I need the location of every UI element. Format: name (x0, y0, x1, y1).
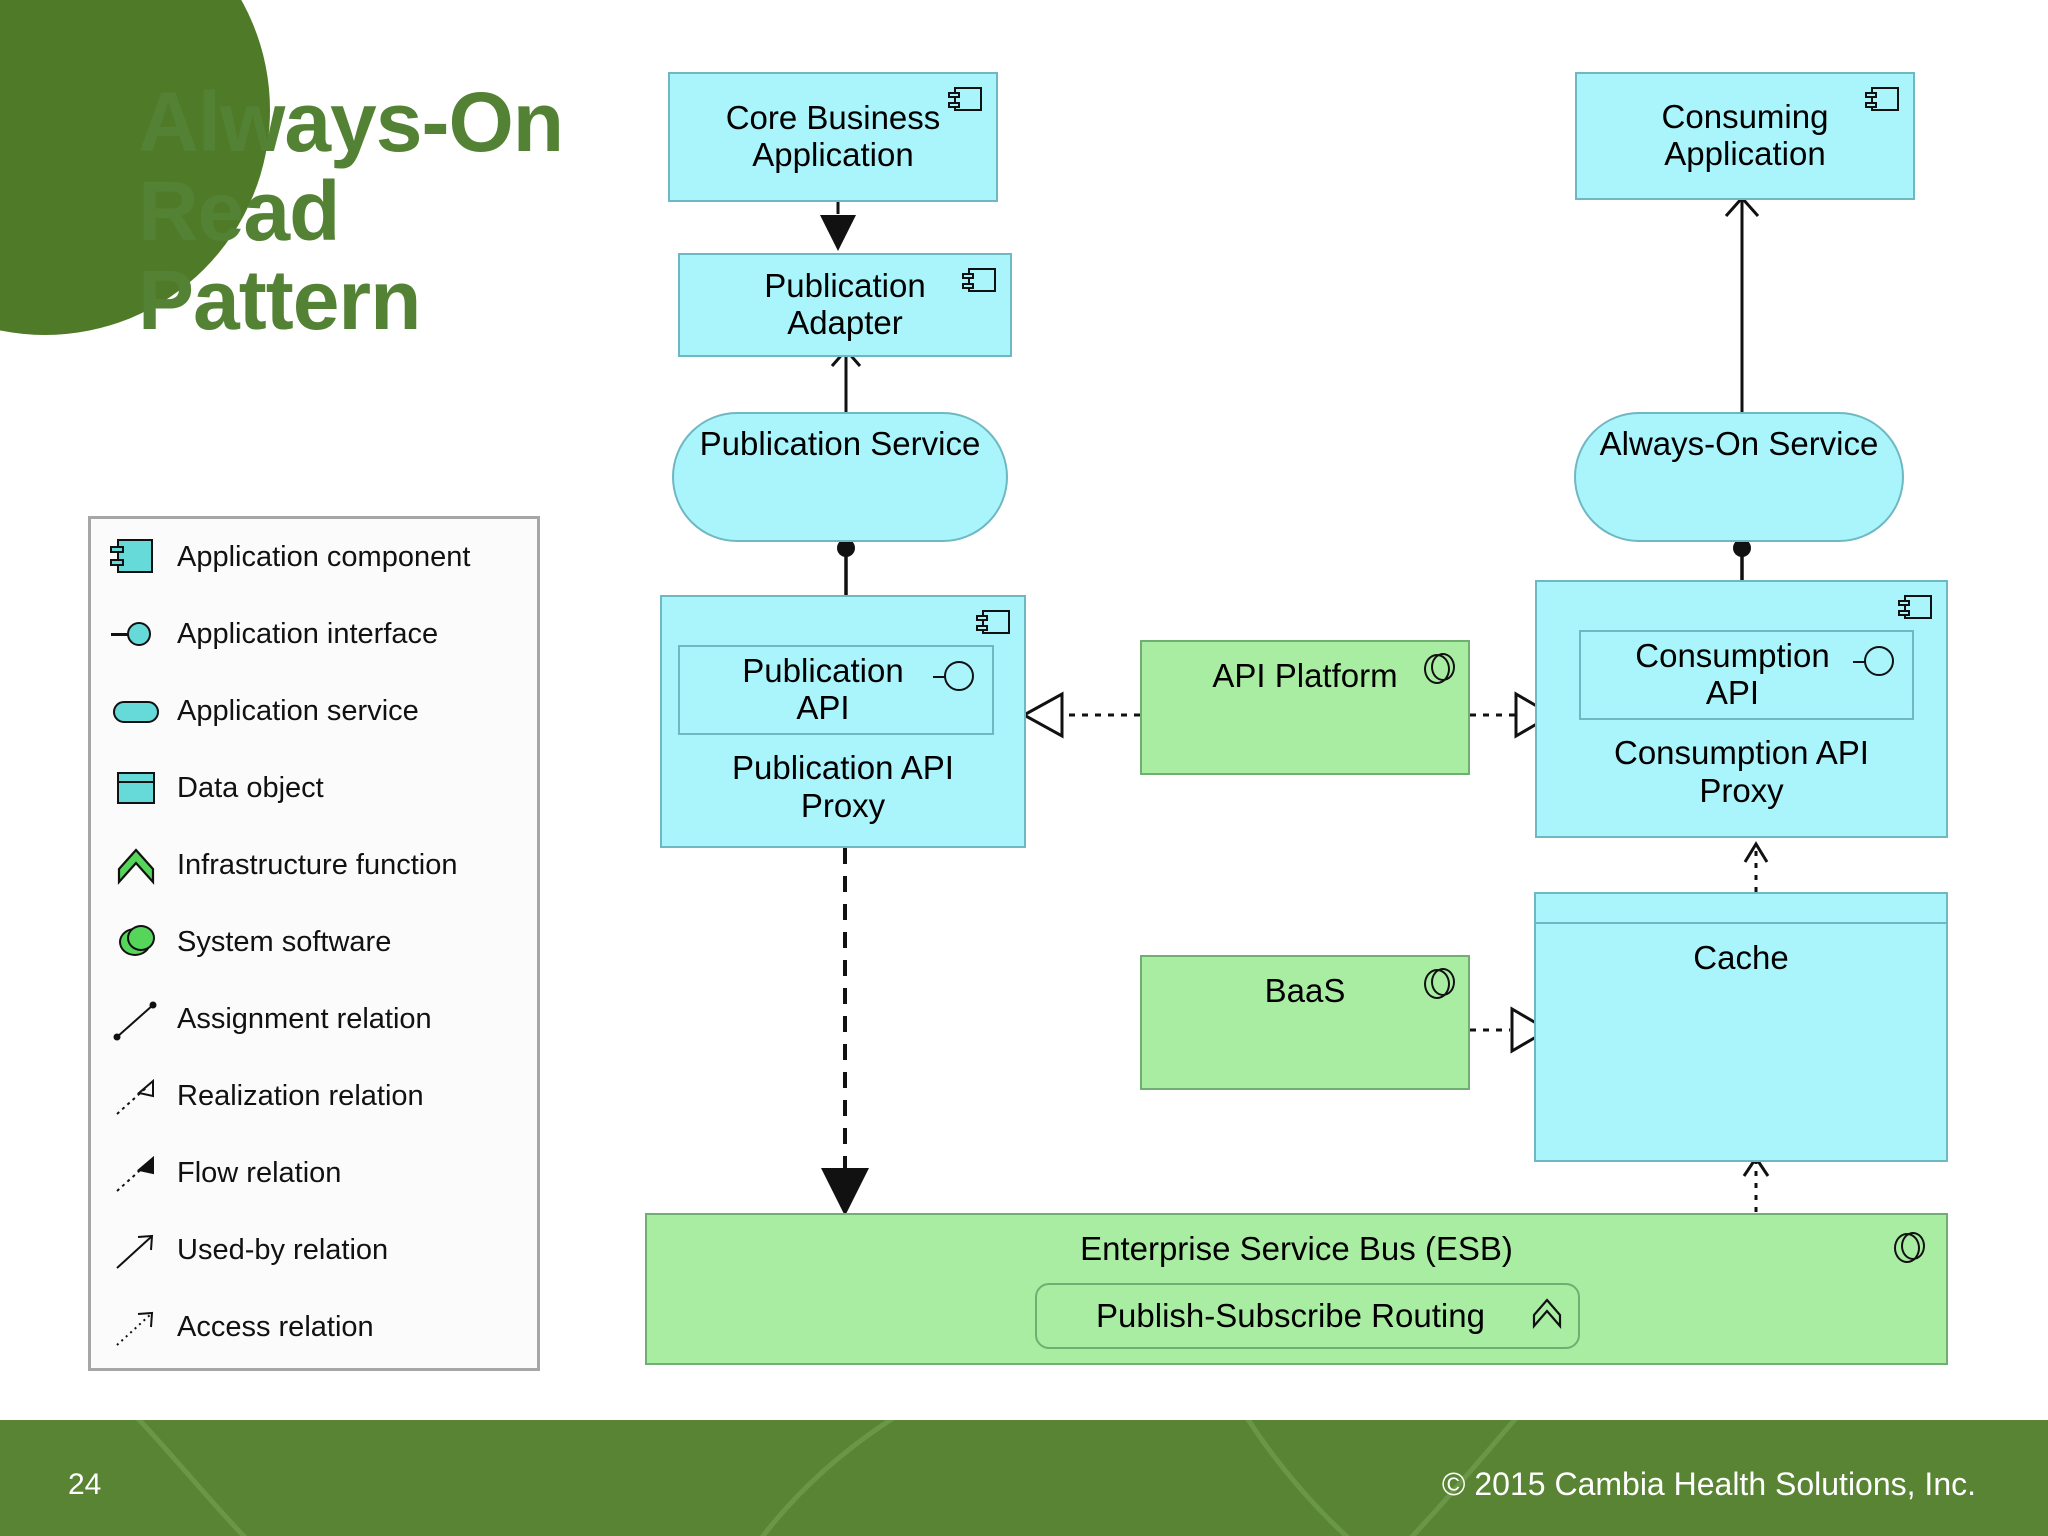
node-publication-service[interactable]: Publication Service (672, 412, 1008, 542)
legend-panel: Application component Application interf… (88, 516, 540, 1371)
legend-item-application-interface: Application interface (91, 596, 537, 673)
usedby-always-on-service-to-consuming-application (1724, 195, 1760, 440)
node-consumption-api-proxy[interactable]: Consumption API Consumption API Proxy (1535, 580, 1948, 838)
system-software-icon (105, 916, 167, 970)
legend-item-label: Realization relation (177, 1080, 424, 1112)
node-label-line-1: Publication (742, 652, 904, 690)
archimate-diagram: used-by (solid open arrow) up to Publica… (645, 72, 1948, 1365)
usedby-publication-service-to-adapter (830, 347, 862, 418)
node-label-line-1: Publication API (732, 749, 954, 786)
page-title: Always-On Read Pattern (138, 75, 658, 348)
node-label: Cache (1693, 939, 1789, 976)
node-label-line-2: Application (1664, 135, 1826, 172)
system-software-icon (1424, 968, 1455, 999)
node-baas[interactable]: BaaS (1140, 955, 1470, 1090)
legend-item-used-by-relation: Used-by relation (91, 1212, 537, 1289)
node-publish-subscribe-routing[interactable]: Publish-Subscribe Routing (1035, 1283, 1580, 1349)
node-cache[interactable]: Cache (1534, 892, 1948, 1162)
node-publication-api[interactable]: Publication API (678, 645, 994, 735)
node-consumption-api-proxy-label: Consumption API Proxy (1537, 734, 1946, 809)
node-publication-api-proxy[interactable]: Publication API Publication API Proxy (660, 595, 1026, 848)
legend-item-label: System software (177, 926, 392, 958)
node-label-line-2: Application (752, 136, 914, 173)
node-label-line-2: API (1705, 674, 1760, 711)
legend-item-label: Infrastructure function (177, 849, 458, 881)
legend-item-realization-relation: Realization relation (91, 1058, 537, 1135)
node-label-line-2: Proxy (800, 786, 886, 824)
application-component-icon (1898, 595, 1932, 619)
copyright-notice: © 2015 Cambia Health Solutions, Inc. (1441, 1466, 1976, 1502)
node-publication-api-proxy-label: Publication API Proxy (662, 749, 1024, 824)
application-interface-icon (933, 661, 974, 691)
page-title-line-1: Always-On (138, 75, 564, 169)
node-enterprise-service-bus[interactable]: Enterprise Service Bus (ESB) Publish-Sub… (645, 1213, 1948, 1365)
application-component-icon (948, 87, 982, 111)
node-label-line-2: Adapter (787, 304, 903, 341)
legend-item-label: Access relation (177, 1311, 374, 1343)
footer-swoosh-decoration (135, 1420, 1518, 1536)
node-core-business-application[interactable]: Core Business Application (668, 72, 998, 202)
node-label: Always-On Service (1599, 425, 1879, 462)
node-label: BaaS (1264, 972, 1346, 1009)
node-publication-adapter[interactable]: Publication Adapter (678, 253, 1012, 357)
realization-api-platform-to-publication-api (1020, 691, 1140, 739)
node-consuming-application[interactable]: Consuming Application (1575, 72, 1915, 200)
legend-item-label: Flow relation (177, 1157, 342, 1189)
access-cache-to-consumption-api-proxy (1743, 841, 1769, 892)
data-object-icon (105, 762, 167, 816)
application-component-icon (1865, 87, 1899, 111)
node-label-line-1: Consumption API (1614, 734, 1869, 771)
system-software-icon (1424, 653, 1455, 684)
application-interface-icon (1853, 646, 1894, 676)
legend-item-flow-relation: Flow relation (91, 1135, 537, 1212)
realization-relation-icon (105, 1070, 167, 1124)
application-component-icon (105, 531, 167, 585)
legend-item-label: Application interface (177, 618, 439, 650)
legend-item-label: Application component (177, 541, 471, 573)
legend-item-application-service: Application service (91, 673, 537, 750)
data-object-band (1536, 894, 1946, 924)
infrastructure-function-icon (1532, 1298, 1562, 1329)
application-service-icon (105, 685, 167, 739)
node-label: Publication Service (699, 425, 981, 462)
legend-item-label: Application service (177, 695, 419, 727)
legend-item-access-relation: Access relation (91, 1289, 537, 1366)
node-always-on-service[interactable]: Always-On Service (1574, 412, 1904, 542)
node-label: API Platform (1212, 657, 1398, 694)
application-component-icon (976, 610, 1010, 634)
page-title-line-2: Read (138, 164, 340, 259)
system-software-icon (1894, 1232, 1925, 1263)
legend-item-data-object: Data object (91, 750, 537, 827)
realization-baas-to-cache (1470, 1006, 1551, 1054)
node-label-line-1: Consuming (1661, 98, 1829, 136)
legend-item-system-software: System software (91, 904, 537, 981)
legend-item-label: Assignment relation (177, 1003, 432, 1035)
node-label-line-2: API (796, 689, 850, 726)
node-label-line-1: Consumption (1635, 637, 1830, 675)
page-number: 24 (68, 1468, 102, 1501)
infrastructure-function-icon (105, 839, 167, 893)
used-by-relation-icon (105, 1224, 167, 1278)
page-title-line-3: Pattern (138, 253, 421, 348)
node-label-line-2: Proxy (1699, 771, 1784, 809)
realization-api-platform-to-consumption-api (1470, 691, 1555, 739)
slide-footer: 24 © 2015 Cambia Health Solutions, Inc. (0, 1420, 2048, 1536)
flow-relation-icon (105, 1147, 167, 1201)
node-api-platform[interactable]: API Platform (1140, 640, 1470, 775)
legend-item-assignment-relation: Assignment relation (91, 981, 537, 1058)
legend-item-label: Used-by relation (177, 1234, 389, 1266)
node-consumption-api[interactable]: Consumption API (1579, 630, 1914, 720)
node-label: Enterprise Service Bus (ESB) (1080, 1230, 1513, 1267)
node-label-line-1: Publication (764, 267, 926, 305)
access-relation-icon (105, 1301, 167, 1355)
legend-item-application-component: Application component (91, 519, 537, 596)
assignment-relation-icon (105, 993, 167, 1047)
application-interface-icon (105, 608, 167, 662)
node-label-line-1: Core Business (725, 99, 941, 137)
node-label: Publish-Subscribe Routing (1096, 1296, 1485, 1334)
access-esb-to-cache (1742, 1155, 1770, 1212)
legend-item-label: Data object (177, 772, 324, 804)
legend-item-infrastructure-function: Infrastructure function (91, 827, 537, 904)
application-component-icon (962, 268, 996, 292)
